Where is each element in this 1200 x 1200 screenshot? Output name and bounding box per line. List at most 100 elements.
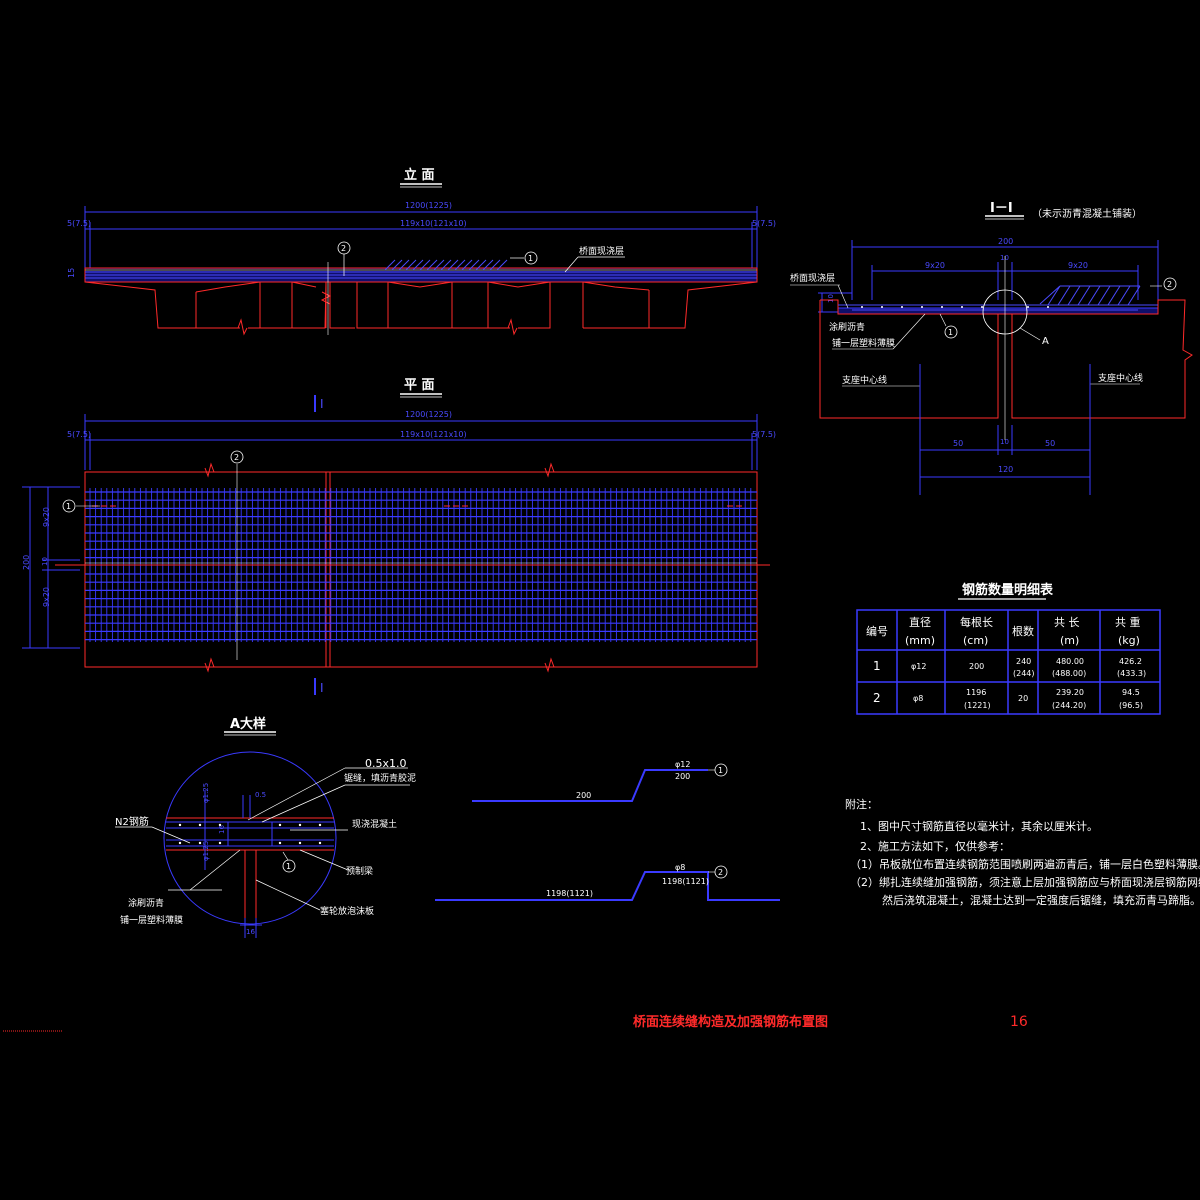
- section-marker-1: 1: [948, 328, 953, 337]
- section-label-coat2: 铺一层塑料薄膜: [832, 337, 895, 349]
- bar2-base: 1198(1121): [546, 889, 593, 898]
- detail-gap-note: 锯缝，填沥青胶泥: [344, 772, 416, 784]
- table-row1-weight: 426.2: [1119, 657, 1142, 666]
- section-detail-circle: [982, 289, 1028, 335]
- plan-dim-right: 5(7.5): [752, 430, 776, 439]
- table-row2-len2: (1221): [964, 701, 991, 710]
- table-row1-weight2: (433.3): [1117, 669, 1146, 678]
- detail-dim-bot: φ1.25: [202, 841, 210, 861]
- section-dim-b3: 50: [1045, 439, 1055, 448]
- plan-section-mark-top: I: [320, 397, 324, 411]
- elevation-marker-1: 1: [528, 254, 533, 263]
- section-dim-left: 9x20: [925, 261, 945, 270]
- table-row2-count: 20: [1018, 694, 1028, 703]
- table-row1-len: 200: [969, 662, 984, 671]
- plan-dim-mid: 10: [41, 557, 49, 566]
- elevation-rebar-hatch: [384, 259, 508, 271]
- plan-marker-1: 1: [66, 502, 71, 511]
- section-title: I－I: [990, 201, 1013, 216]
- notes-n3: （1）吊板就位布置连续钢筋范围喷刷两遍沥青后，铺一层白色塑料薄膜。: [850, 857, 1200, 871]
- table-header-len: 每根长: [960, 615, 993, 629]
- table-header-dia: 直径: [909, 615, 931, 629]
- table-row1-count2: (244): [1013, 669, 1035, 678]
- detail-gap-dim: 0.5x1.0: [365, 757, 407, 770]
- elevation-beams: [84, 281, 758, 336]
- bar2-marker: 2: [718, 868, 723, 877]
- section-label-a: A: [1042, 336, 1049, 347]
- section-marker-2: 2: [1167, 280, 1172, 289]
- detail-dim-top: φ1.25: [202, 783, 210, 803]
- elevation-dim-total: 1200(1225): [405, 201, 452, 210]
- table-row2-no: 2: [873, 691, 881, 705]
- detail-dim-16: 16: [218, 825, 226, 834]
- table-row1-no: 1: [873, 659, 881, 673]
- plan-dim-bot: 9x20: [42, 587, 51, 607]
- elevation-label-layer: 桥面现浇层: [579, 245, 624, 257]
- plan-outline: [84, 471, 758, 668]
- plan-section-mark-bot: I: [320, 681, 324, 695]
- elevation-title: 立 面: [404, 167, 435, 183]
- table-row1-count: 240: [1016, 657, 1031, 666]
- elevation-marker-2: 2: [341, 244, 346, 253]
- table-row2-weight2: (96.5): [1119, 701, 1143, 710]
- notes-n2: 2、施工方法如下，仅供参考：: [860, 839, 1010, 853]
- detail-marker-1: 1: [286, 862, 291, 871]
- table-header-total-len-unit: (m): [1060, 634, 1079, 647]
- plan-title: 平 面: [404, 378, 435, 393]
- detail-dim-base: 16: [246, 928, 255, 936]
- detail-label-beam: 预制梁: [346, 865, 373, 877]
- bar1-dia: φ12: [675, 760, 690, 769]
- notes-n5: 然后浇筑混凝土，混凝土达到一定强度后锯缝，填充沥青马蹄脂。: [882, 893, 1200, 907]
- section-note: （未示沥青混凝土铺装）: [1032, 207, 1142, 220]
- plan-dim-total-v: 200: [22, 555, 31, 570]
- detail-label-coat1: 涂刷沥青: [128, 897, 164, 909]
- bar2-len: 1198(1121): [662, 877, 709, 886]
- plan-view: 平 面 1200(1225) 119x10(121x10) 5(7.5) 5(7…: [22, 378, 776, 695]
- detail-label-n2: N2钢筋: [115, 815, 149, 828]
- table-row1-dia: φ12: [911, 662, 926, 671]
- notes: 附注： 1、图中尺寸钢筋直径以毫米计，其余以厘米计。 2、施工方法如下，仅供参考…: [845, 797, 1200, 907]
- table-row2-total-len2: (244.20): [1052, 701, 1086, 710]
- notes-n4: （2）绑扎连续缝加强钢筋，须注意上层加强钢筋应与桥面现浇层钢筋网绑扎，: [850, 875, 1200, 889]
- table-header-dia-unit: (mm): [905, 634, 935, 647]
- table-row2-len: 1196: [966, 688, 986, 697]
- plan-dim-inner: 119x10(121x10): [400, 430, 467, 439]
- plan-marker-2: 2: [234, 453, 239, 462]
- elevation-dim-right: 5(7.5): [752, 219, 776, 228]
- plan-dim-left: 5(7.5): [67, 430, 91, 439]
- section-dim-bt: 120: [998, 465, 1013, 474]
- notes-n1: 1、图中尺寸钢筋直径以毫米计，其余以厘米计。: [860, 819, 1098, 833]
- elevation-dim-inner: 119x10(121x10): [400, 219, 467, 228]
- notes-heading: 附注：: [845, 797, 878, 811]
- detail-label-coat2: 铺一层塑料薄膜: [120, 914, 183, 926]
- plan-dim-top: 9x20: [42, 507, 51, 527]
- table-row2-weight: 94.5: [1122, 688, 1140, 697]
- table-header-weight: 共 重: [1115, 615, 1141, 629]
- detail-dim-05: 0.5: [255, 791, 266, 799]
- detail-label-plate: 塞轮放泡沫板: [320, 905, 374, 917]
- section-dim-total: 200: [998, 237, 1013, 246]
- bar-shapes: 200 φ12 200 1 1198(1121) φ8 1198(1121) 2: [435, 760, 780, 901]
- section-label-coat1: 涂刷沥青: [829, 321, 865, 333]
- elevation-dim-h: 15: [67, 268, 76, 278]
- section-dim-right: 9x20: [1068, 261, 1088, 270]
- table-row2-dia: φ8: [913, 694, 923, 703]
- section-label-bearing-right: 支座中心线: [1098, 372, 1143, 384]
- table-row1-total-len2: (488.00): [1052, 669, 1086, 678]
- rebar-table: 钢筋数量明细表 编号 直径 (mm) 每根长 (cm) 根数 共 长 (m) 共…: [856, 582, 1161, 715]
- title-block: 桥面连续缝构造及加强钢筋布置图 16: [3, 1014, 1028, 1032]
- section-dim-b1: 50: [953, 439, 963, 448]
- detail-a-view: A大样: [115, 716, 416, 938]
- table-header-no: 编号: [866, 624, 888, 638]
- section-dim-b2: 10: [1000, 438, 1009, 446]
- plan-dim-total: 1200(1225): [405, 410, 452, 419]
- section-dim-h: 10: [827, 294, 835, 303]
- bar1-marker: 1: [718, 766, 723, 775]
- bar1-len: 200: [675, 772, 690, 781]
- table-header-weight-unit: (kg): [1118, 634, 1140, 647]
- section-label-layer: 桥面现浇层: [790, 272, 835, 284]
- table-row1-total-len: 480.00: [1056, 657, 1084, 666]
- drawing-title: 桥面连续缝构造及加强钢筋布置图: [633, 1014, 828, 1030]
- table-title: 钢筋数量明细表: [962, 582, 1054, 598]
